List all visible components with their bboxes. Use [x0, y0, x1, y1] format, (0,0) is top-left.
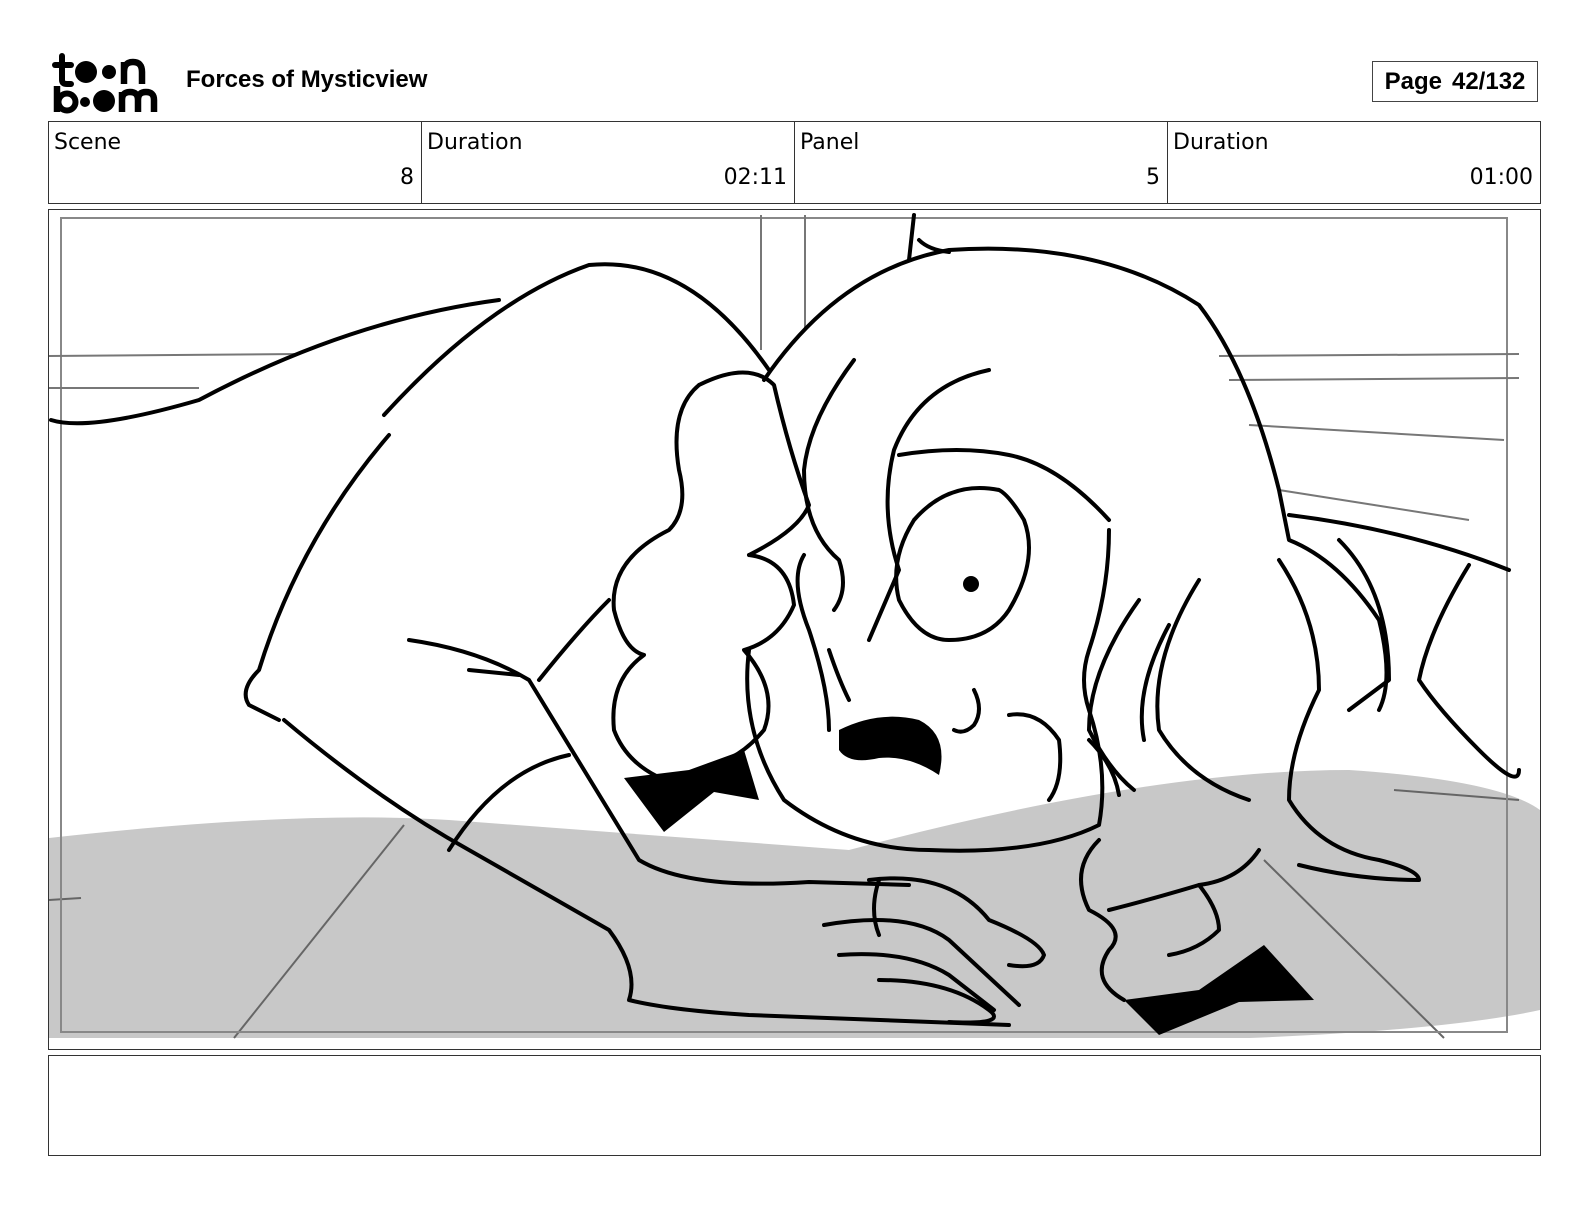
panel-value: 5 [1146, 165, 1160, 190]
storyboard-sketch [49, 213, 1540, 1039]
panel-duration-label: Duration [1173, 130, 1269, 155]
panel-duration-value: 01:00 [1469, 165, 1533, 190]
scene-label: Scene [54, 130, 122, 155]
page-label: Page [1384, 67, 1442, 95]
scene-duration-label: Duration [427, 130, 523, 155]
project-title: Forces of Mysticview [186, 66, 428, 93]
panel-notes-area [48, 1055, 1541, 1156]
panel-label: Panel [800, 130, 860, 155]
panel-info-table: Scene 8 Duration 02:11 Panel 5 Duration … [48, 121, 1541, 204]
page-indicator: Page 42/132 [1372, 61, 1538, 102]
scene-value: 8 [400, 165, 414, 190]
scene-cell: Scene 8 [49, 122, 422, 203]
panel-cell: Panel 5 [795, 122, 1168, 203]
storyboard-panel-image [48, 209, 1541, 1050]
scene-duration-value: 02:11 [723, 165, 787, 190]
panel-duration-cell: Duration 01:00 [1168, 122, 1540, 203]
page-number: 42/132 [1451, 67, 1526, 95]
scene-duration-cell: Duration 02:11 [422, 122, 795, 203]
toon-boom-logo [52, 52, 164, 114]
